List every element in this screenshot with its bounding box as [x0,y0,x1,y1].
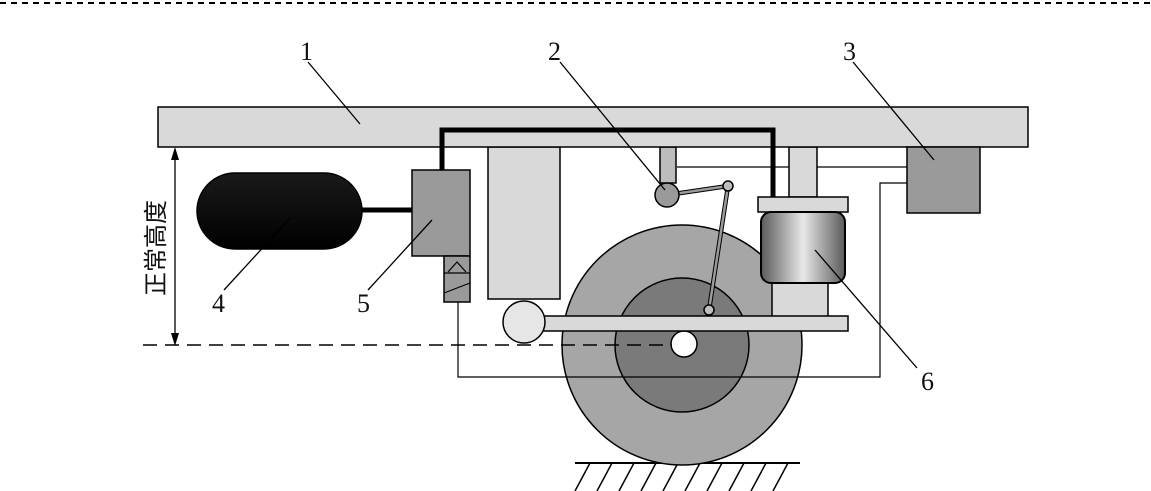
label-air-tank: 4 [212,289,225,318]
label-controller: 3 [843,37,856,66]
air-spring [757,196,849,284]
height-dimension [143,147,672,346]
label-air-spring: 6 [921,367,934,396]
wheel [561,224,803,466]
hub [670,330,698,358]
vehicle-frame [157,106,1029,148]
controller [906,146,981,214]
height-label: 正常高度 [142,200,170,296]
height-valve-bracket [659,146,677,184]
label-frame: 1 [300,37,313,66]
solenoid-valve [411,169,471,303]
air-pipe [439,127,776,197]
label-solenoid-valve: 5 [357,289,370,318]
air-tank [196,172,363,250]
label-height-valve: 2 [548,37,561,66]
shock-absorber [487,146,561,300]
arm-pivot [502,300,546,344]
ground [574,462,800,491]
trailing-arm [529,315,849,332]
spring-mount-post [788,146,818,198]
height-valve [654,180,734,316]
spring-pedestal [771,282,829,319]
leader-lines [223,61,935,369]
